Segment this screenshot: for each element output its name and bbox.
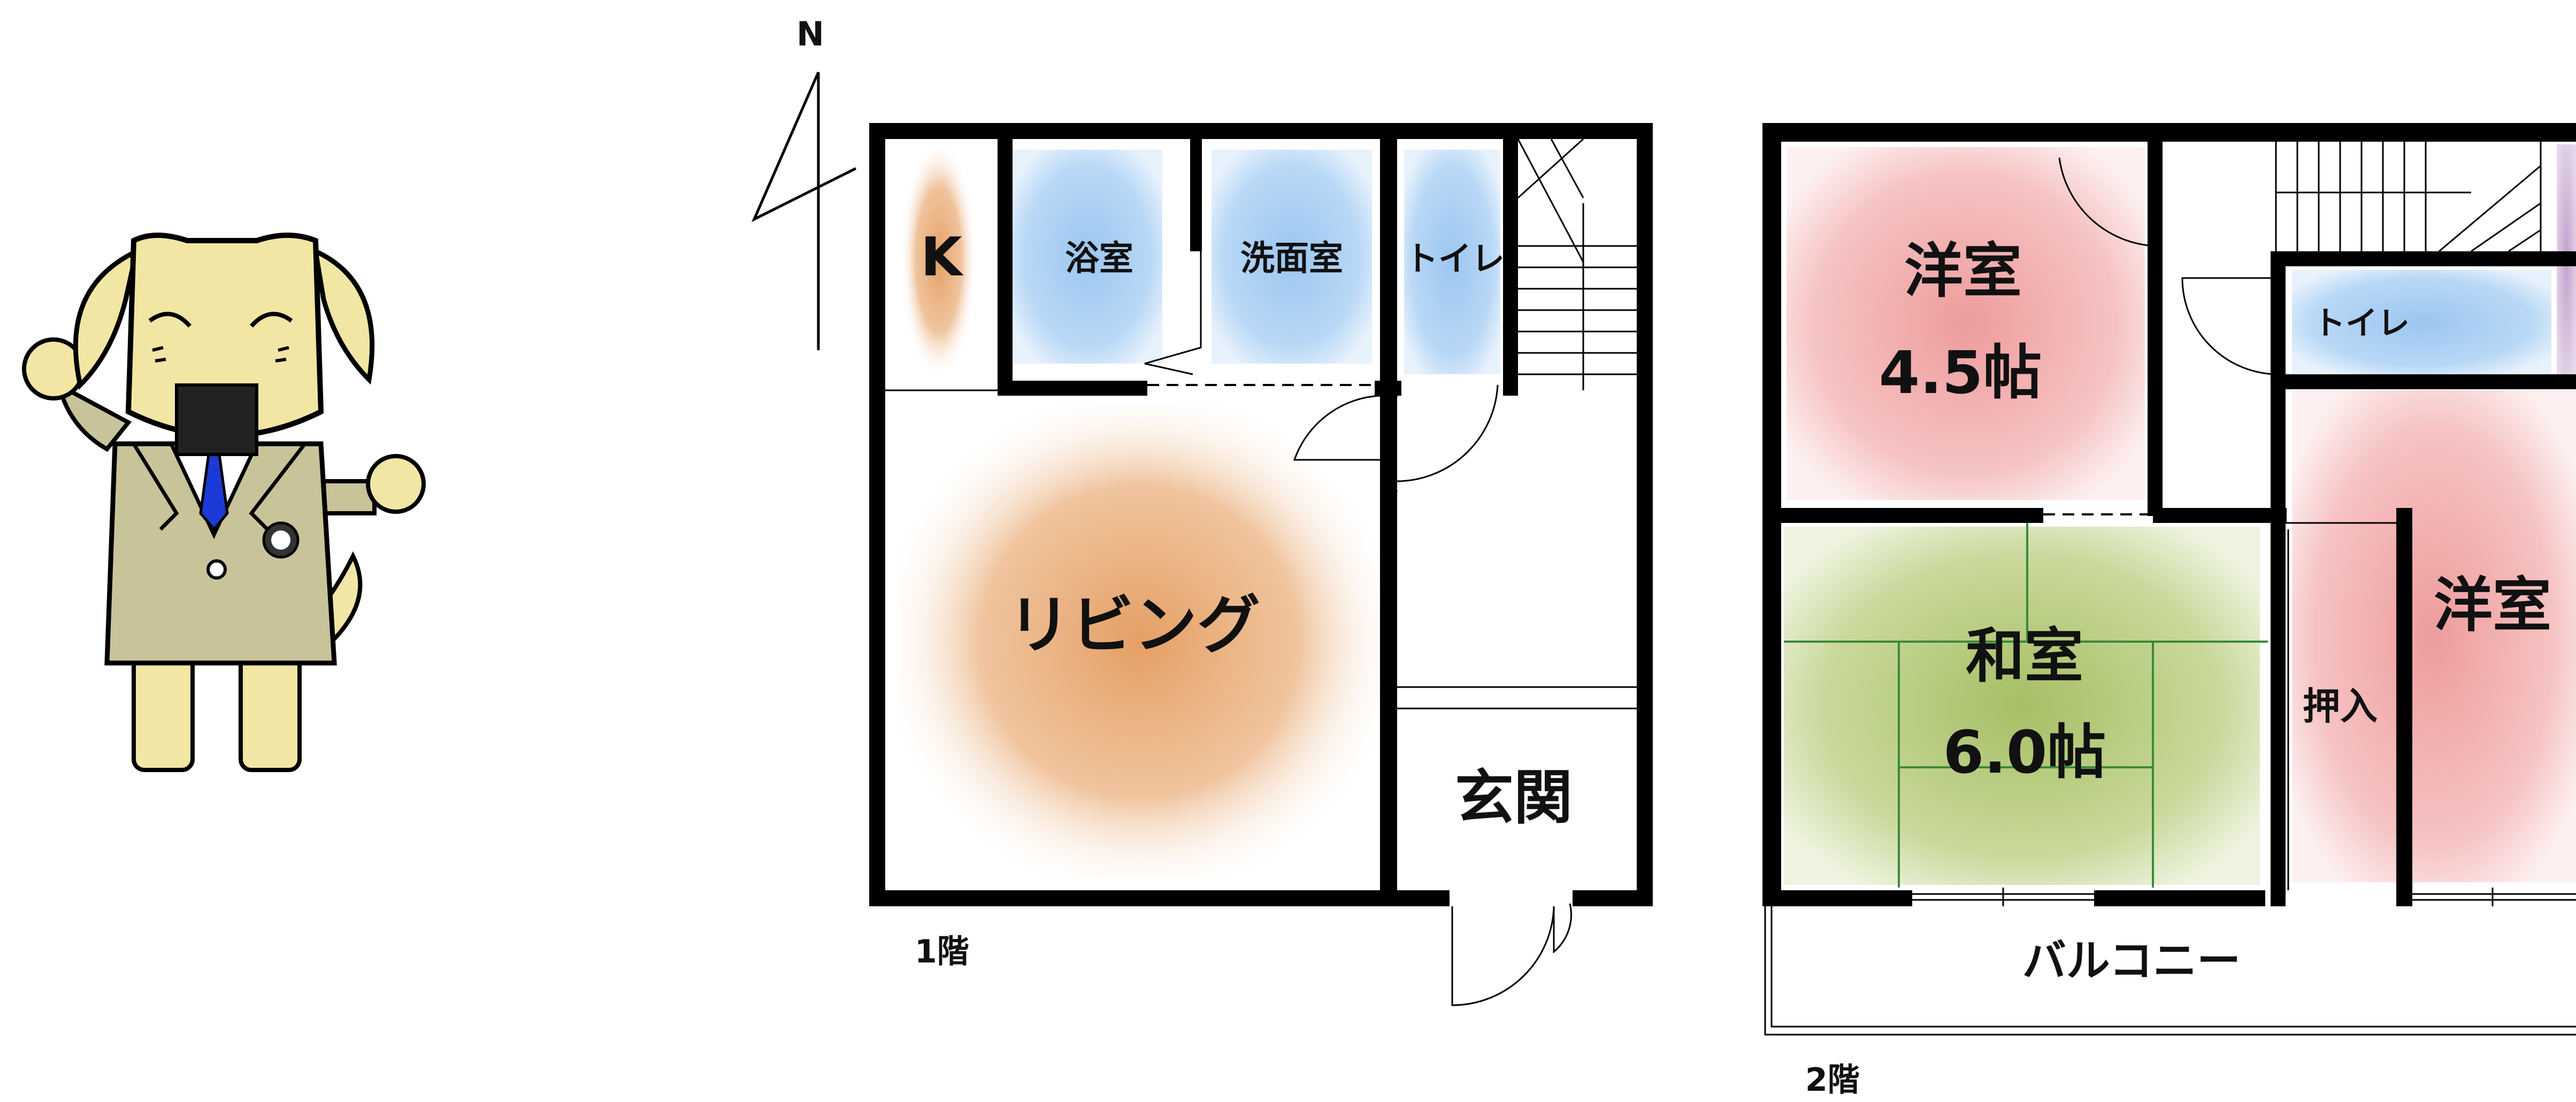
stairs-floor1 bbox=[1517, 138, 1637, 390]
compass-icon: N bbox=[751, 14, 857, 350]
floor2-plan: 洋室 4.5帖 トイレ 和室 6.0帖 押入 洋室 バルコニー 2階 bbox=[1762, 123, 2576, 1099]
entrance-label: 玄関 bbox=[1455, 764, 1573, 832]
floor1-caption: 1階 bbox=[915, 933, 969, 970]
toilet2-label: トイレ bbox=[2313, 305, 2410, 342]
western-a-fill bbox=[1787, 147, 2145, 500]
toilet1-label: トイレ bbox=[1405, 239, 1505, 278]
stairs-floor2 bbox=[2275, 142, 2542, 252]
bath-label: 浴室 bbox=[1065, 239, 1133, 279]
living-fill bbox=[899, 406, 1380, 877]
closet-label: 押入 bbox=[2303, 684, 2378, 728]
living-label: リビング bbox=[1008, 588, 1260, 662]
japanese-name: 和室 bbox=[1966, 622, 2083, 690]
toilet2-fill bbox=[2292, 270, 2551, 374]
bath-fill bbox=[1013, 150, 1162, 364]
tatami-grid bbox=[1784, 523, 2268, 888]
western-a-name: 洋室 bbox=[1904, 237, 2022, 305]
floor2-caption: 2階 bbox=[1805, 1061, 1860, 1099]
washroom-fill bbox=[1212, 150, 1372, 364]
kitchen-fill bbox=[904, 150, 973, 369]
toilet1-fill bbox=[1404, 150, 1500, 374]
floor1-plan: K 浴室 洗面室 トイレ リビング 玄関 1階 bbox=[869, 123, 1653, 1006]
japanese-fill bbox=[1784, 527, 2260, 885]
washroom-label: 洗面室 bbox=[1240, 239, 1343, 279]
kitchen-label: K bbox=[921, 226, 964, 288]
western-b-fill bbox=[2292, 390, 2576, 882]
mascot-dog-icon bbox=[22, 233, 426, 772]
balcony-label: バルコニー bbox=[2022, 936, 2241, 987]
balcony-outline bbox=[1764, 888, 2576, 1036]
japanese-size: 6.0帖 bbox=[1943, 718, 2106, 787]
western-a-size: 4.5帖 bbox=[1879, 338, 2042, 407]
compass-north-label: N bbox=[796, 14, 824, 53]
western-b-name: 洋室 bbox=[2434, 571, 2551, 639]
